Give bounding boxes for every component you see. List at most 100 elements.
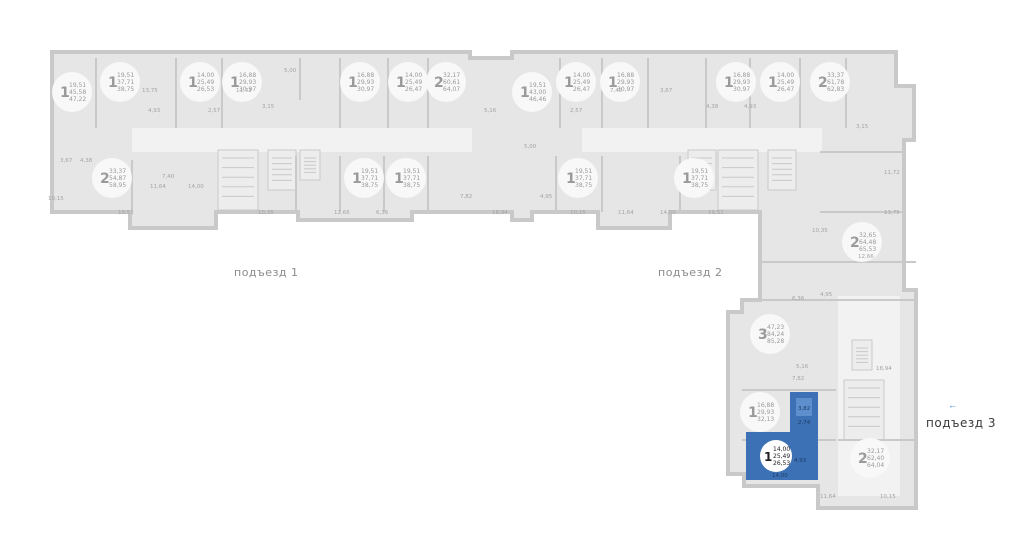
apartment-circle <box>600 62 640 102</box>
apartment-area-a: 16,88 <box>239 72 256 79</box>
apartment-area-b: 43,00 <box>529 89 546 96</box>
room-area-label: 5,16 <box>484 108 497 114</box>
apartment-area-b: 25,49 <box>773 453 790 460</box>
room-area-label: 11,64 <box>150 184 166 190</box>
apartment-area-a: 19,51 <box>403 168 420 175</box>
apartment-area-a: 19,51 <box>361 168 378 175</box>
apartment-area-b: 60,61 <box>443 79 460 86</box>
apartment-circle <box>810 62 850 102</box>
room-area-label: 2,57 <box>570 108 583 114</box>
room-area-label: 3,67 <box>60 158 73 164</box>
apartment-area-a: 19,51 <box>69 82 86 89</box>
apartment-rooms-count: 1 <box>566 171 576 187</box>
apartment-area-a: 16,88 <box>617 72 634 79</box>
apartment-rooms-count: 3 <box>758 327 768 343</box>
apartment-rooms-count: 2 <box>434 75 444 91</box>
apartment-rooms-count: 1 <box>768 75 778 91</box>
apartment-rooms-count: 1 <box>764 450 772 464</box>
apartment-area-c: 26,47 <box>405 86 422 93</box>
room-area-label: 10,15 <box>48 196 64 202</box>
apartment-area-c: 38,75 <box>117 86 134 93</box>
apartment-area-b: 25,49 <box>573 79 590 86</box>
room-area-label: 13,75 <box>884 210 900 216</box>
room-area-label: 5,00 <box>524 144 537 150</box>
apartment-circle <box>388 62 428 102</box>
corridor <box>582 128 822 152</box>
apartment-rooms-count: 1 <box>520 85 530 101</box>
stair-block <box>267 149 297 191</box>
apartment-area-b: 37,71 <box>575 175 592 182</box>
room-area-label: 3,67 <box>660 88 673 94</box>
apartment-circle <box>344 158 384 198</box>
room-area-label: 2,57 <box>208 108 221 114</box>
apartment-area-a: 32,65 <box>859 232 876 239</box>
apartment-area-c: 30,97 <box>617 86 634 93</box>
apartment-area-b: 29,93 <box>757 409 774 416</box>
apartment-rooms-count: 1 <box>608 75 618 91</box>
apartment-rooms-count: 1 <box>396 75 406 91</box>
apartment-area-c: 58,95 <box>109 182 126 189</box>
apartment-area-c: 47,22 <box>69 96 86 103</box>
apartment-circle <box>716 62 756 102</box>
apartment-circle <box>512 72 552 112</box>
room-area-label: 4,38 <box>80 158 93 164</box>
room-area-label: 10,15 <box>880 494 896 500</box>
entrance-1-label[interactable]: подъезд 1 <box>234 266 299 279</box>
apartment-rooms-count: 2 <box>850 235 860 251</box>
selected-room-area: 14,00 <box>772 473 788 479</box>
apartment-area-b: 37,71 <box>361 175 378 182</box>
room-area-label: 19,51 <box>708 210 724 216</box>
apartment-area-c: 30,97 <box>733 86 750 93</box>
room-area-label: 14,00 <box>660 210 676 216</box>
room-area-label: 18,94 <box>876 366 892 372</box>
apartment-circle <box>674 158 714 198</box>
room-area-label: 11,64 <box>618 210 634 216</box>
apartment-circle <box>180 62 220 102</box>
apartment-area-a: 33,37 <box>109 168 126 175</box>
apartment-rooms-count: 1 <box>724 75 734 91</box>
entrance-3-label[interactable]: подъезд 3 <box>926 416 996 430</box>
apartment-area-c: 38,75 <box>361 182 378 189</box>
apartment-rooms-count: 1 <box>352 171 362 187</box>
selected-apartment-shower <box>796 398 812 416</box>
apartment-area-a: 16,88 <box>757 402 774 409</box>
room-area-label: 19,51 <box>118 210 134 216</box>
apartment-area-a: 14,00 <box>573 72 590 79</box>
apartment-area-b: 25,49 <box>197 79 214 86</box>
stair-block <box>217 149 259 211</box>
room-area-label: 4,38 <box>706 104 719 110</box>
apartment-area-c: 32,13 <box>757 416 774 423</box>
apartment-area-a: 33,37 <box>827 72 844 79</box>
room-area-label: 11,72 <box>236 88 252 94</box>
room-area-label: 10,35 <box>812 228 828 234</box>
apartment-area-b: 37,71 <box>117 79 134 86</box>
entrance-2-label[interactable]: подъезд 2 <box>658 266 723 279</box>
apartment-area-b: 29,93 <box>239 79 256 86</box>
